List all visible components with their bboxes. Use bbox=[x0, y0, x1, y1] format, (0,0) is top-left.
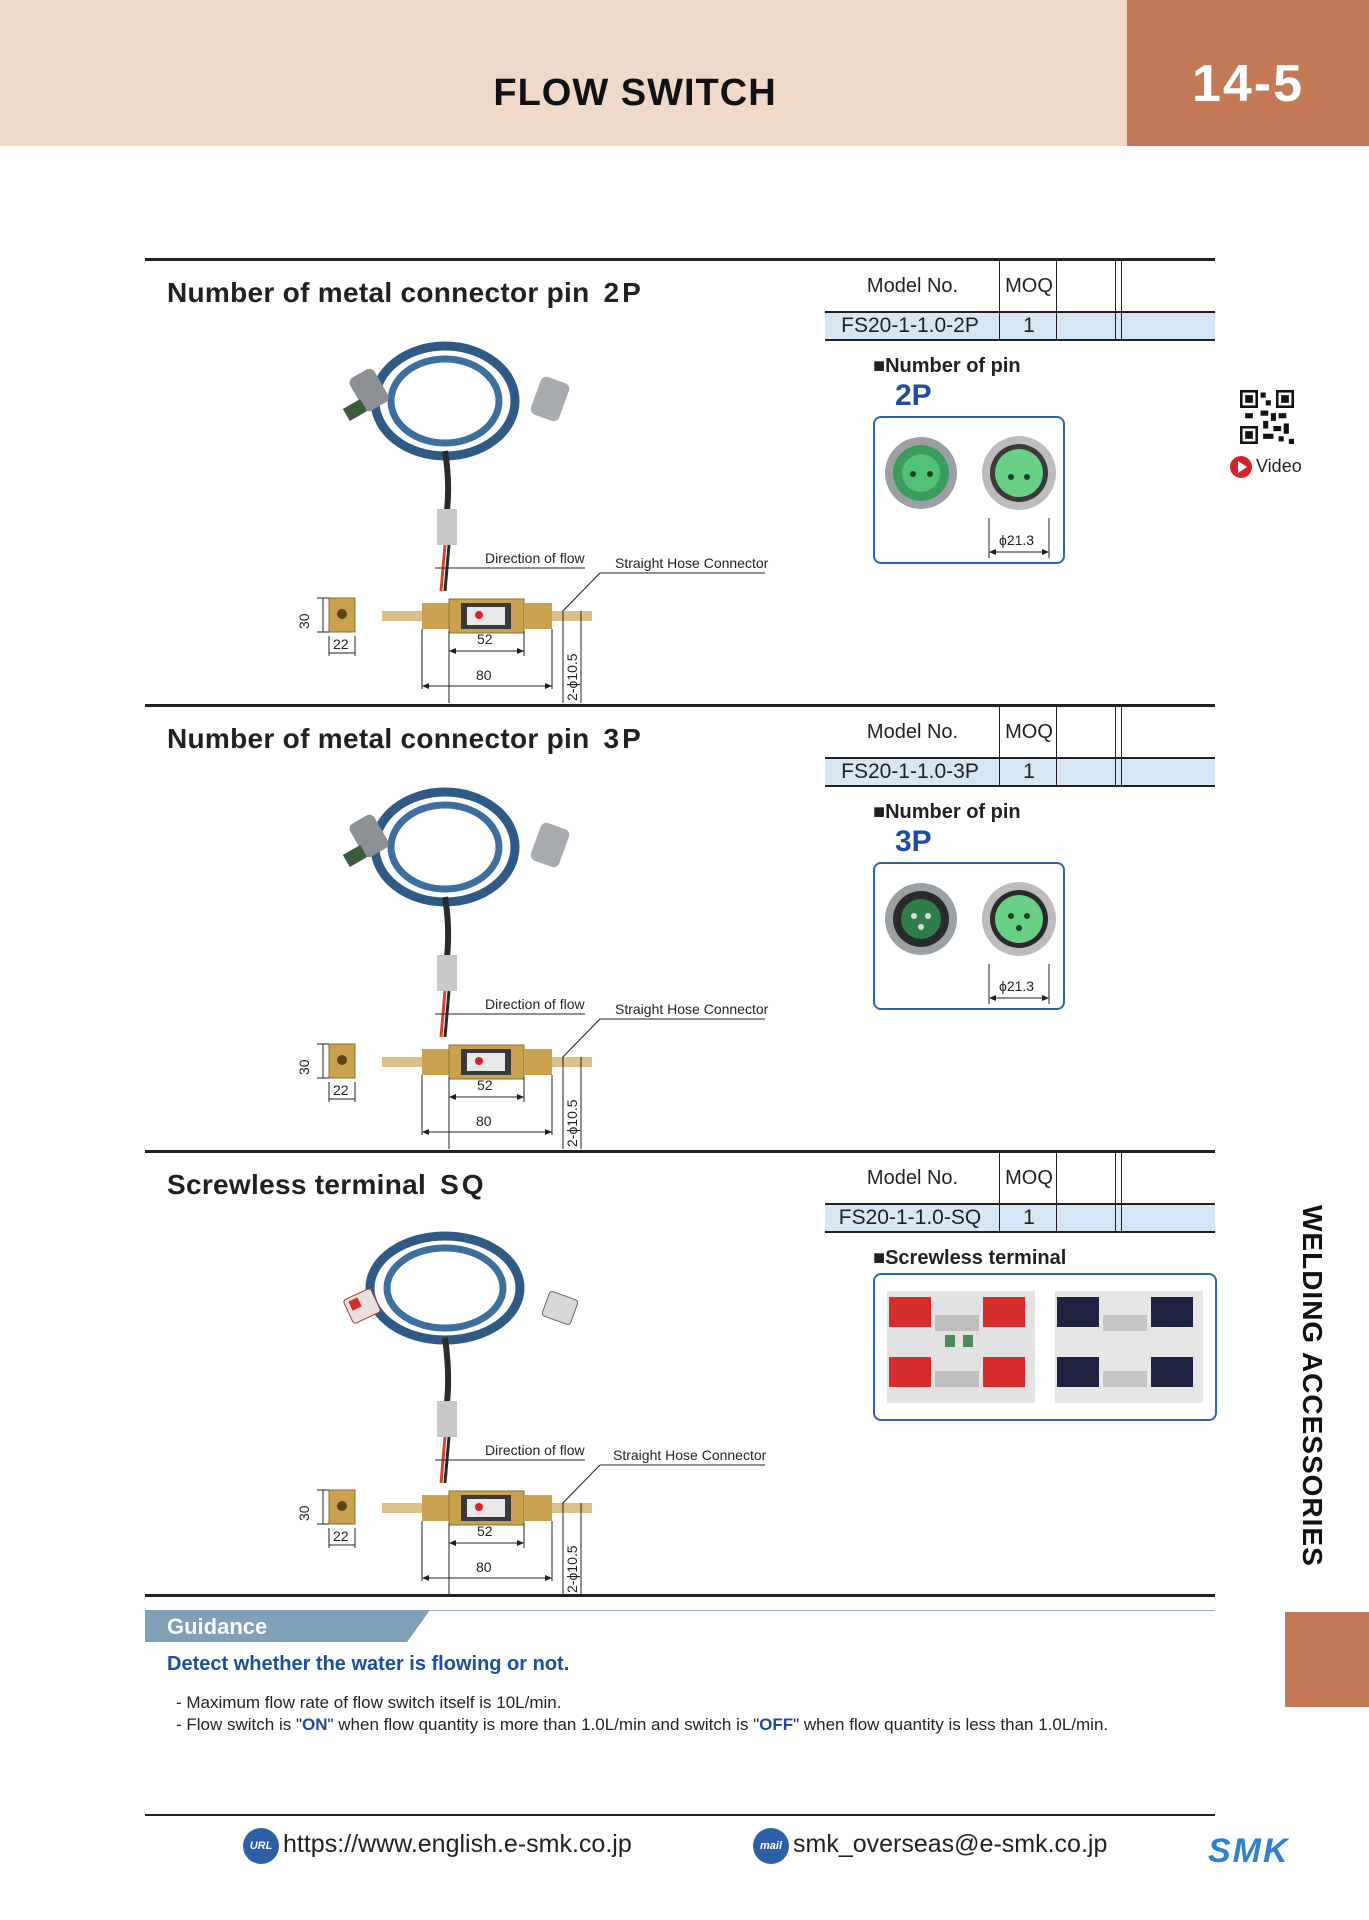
hose-diameter-label: 2-ϕ10.5 bbox=[564, 1099, 580, 1147]
website-link[interactable]: https://www.english.e-smk.co.jp bbox=[283, 1830, 632, 1858]
flow-direction-label: Direction of flow bbox=[485, 550, 585, 566]
category-side-label: WELDING ACCESSORIES bbox=[1297, 1205, 1328, 1567]
total-length-label: 80 bbox=[476, 1113, 492, 1129]
connector-3p-image: ϕ21.3 bbox=[885, 882, 1056, 1004]
svg-text:SMK: SMK bbox=[1208, 1834, 1290, 1866]
hose-diameter-label: 2-ϕ10.5 bbox=[564, 653, 580, 701]
guidance-title: Guidance bbox=[167, 1614, 268, 1639]
model-table: Model No. MOQ FS20-1-1.0-2P 1 bbox=[825, 261, 1215, 343]
section-code: SQ bbox=[440, 1169, 487, 1200]
play-icon bbox=[1230, 456, 1252, 479]
body-length-label: 52 bbox=[477, 1077, 493, 1093]
model-header: Model No. bbox=[866, 721, 959, 743]
moq-value: 1 bbox=[1023, 1206, 1035, 1229]
model-number: FS20-1-1.0-3P bbox=[841, 760, 979, 783]
email-icon: mail bbox=[753, 1828, 789, 1864]
flow-direction-label: Direction of flow bbox=[485, 996, 585, 1012]
connector-diameter-label: ϕ21.3 bbox=[999, 532, 1034, 548]
hose-connector-label: Straight Hose Connector bbox=[615, 555, 769, 571]
off-label: OFF bbox=[759, 1715, 794, 1734]
category-side-tab bbox=[1285, 1612, 1369, 1707]
model-number: FS20-1-1.0-SQ bbox=[838, 1206, 982, 1229]
qr-code-icon[interactable] bbox=[1240, 390, 1294, 444]
detail-heading: ■Number of pin bbox=[873, 355, 1021, 377]
model-number: FS20-1-1.0-2P bbox=[841, 314, 979, 337]
moq-header: MOQ bbox=[1005, 275, 1053, 297]
divider bbox=[145, 1594, 1215, 1597]
connector-2p-image: ϕ21.3 bbox=[885, 436, 1056, 558]
body-length-label: 52 bbox=[477, 1523, 493, 1539]
height-label: 30 bbox=[296, 1059, 312, 1075]
connector-photo-frame: ϕ21.3 bbox=[873, 416, 1065, 564]
hose-connector-label: Straight Hose Connector bbox=[613, 1447, 767, 1463]
guidance-tab bbox=[145, 1610, 430, 1642]
moq-header: MOQ bbox=[1005, 1167, 1053, 1189]
page-number: 14-5 bbox=[1191, 55, 1305, 113]
flow-direction-label: Direction of flow bbox=[485, 1442, 585, 1458]
guidance-line: - Flow switch is "ON" when flow quantity… bbox=[176, 1715, 1109, 1734]
detail-heading: ■Screwless terminal bbox=[873, 1247, 1067, 1269]
guidance-line: - Maximum flow rate of flow switch itsel… bbox=[176, 1693, 562, 1712]
height-label: 30 bbox=[296, 1505, 312, 1521]
model-header: Model No. bbox=[866, 275, 959, 297]
page-title: FLOW SWITCH bbox=[493, 72, 777, 114]
moq-header: MOQ bbox=[1005, 721, 1053, 743]
page-number-box bbox=[1127, 0, 1369, 146]
model-header: Model No. bbox=[866, 1167, 959, 1189]
flow-switch-drawing: Direction of flow Straight Hose Connecto… bbox=[296, 341, 769, 703]
url-icon: URL bbox=[243, 1828, 279, 1864]
connector-diameter-label: ϕ21.3 bbox=[999, 978, 1034, 994]
on-label: ON bbox=[302, 1715, 328, 1734]
width-label: 22 bbox=[333, 1528, 349, 1544]
terminal-photo-frame bbox=[873, 1273, 1217, 1421]
flow-switch-drawing: Direction of flow Straight Hose Connecto… bbox=[296, 787, 769, 1149]
hose-connector-label: Straight Hose Connector bbox=[615, 1001, 769, 1017]
moq-value: 1 bbox=[1023, 314, 1035, 337]
video-link[interactable]: Video bbox=[1230, 456, 1302, 479]
header-band bbox=[0, 0, 1127, 146]
email-link[interactable]: smk_overseas@e-smk.co.jp bbox=[793, 1830, 1108, 1858]
total-length-label: 80 bbox=[476, 1559, 492, 1575]
guidance-heading: Detect whether the water is flowing or n… bbox=[167, 1653, 570, 1675]
width-label: 22 bbox=[333, 1082, 349, 1098]
pin-code: 2P bbox=[895, 379, 932, 412]
hose-diameter-label: 2-ϕ10.5 bbox=[564, 1545, 580, 1593]
height-label: 30 bbox=[296, 613, 312, 629]
footer-divider bbox=[145, 1814, 1215, 1816]
section-code: 2P bbox=[603, 277, 644, 308]
detail-heading: ■Number of pin bbox=[873, 801, 1021, 823]
screwless-terminal-image bbox=[887, 1291, 1203, 1403]
pin-code: 3P bbox=[895, 825, 932, 858]
moq-value: 1 bbox=[1023, 760, 1035, 783]
model-table: Model No. MOQ FS20-1-1.0-3P 1 bbox=[825, 707, 1215, 789]
body-length-label: 52 bbox=[477, 631, 493, 647]
smk-logo: SMK bbox=[1208, 1834, 1290, 1866]
total-length-label: 80 bbox=[476, 667, 492, 683]
divider bbox=[425, 1610, 1215, 1611]
section-code: 3P bbox=[603, 723, 644, 754]
flow-switch-drawing: Direction of flow Straight Hose Connecto… bbox=[296, 1231, 767, 1595]
connector-photo-frame: ϕ21.3 bbox=[873, 862, 1065, 1010]
model-table: Model No. MOQ FS20-1-1.0-SQ 1 bbox=[825, 1153, 1215, 1235]
video-label: Video bbox=[1256, 456, 1302, 476]
width-label: 22 bbox=[333, 636, 349, 652]
